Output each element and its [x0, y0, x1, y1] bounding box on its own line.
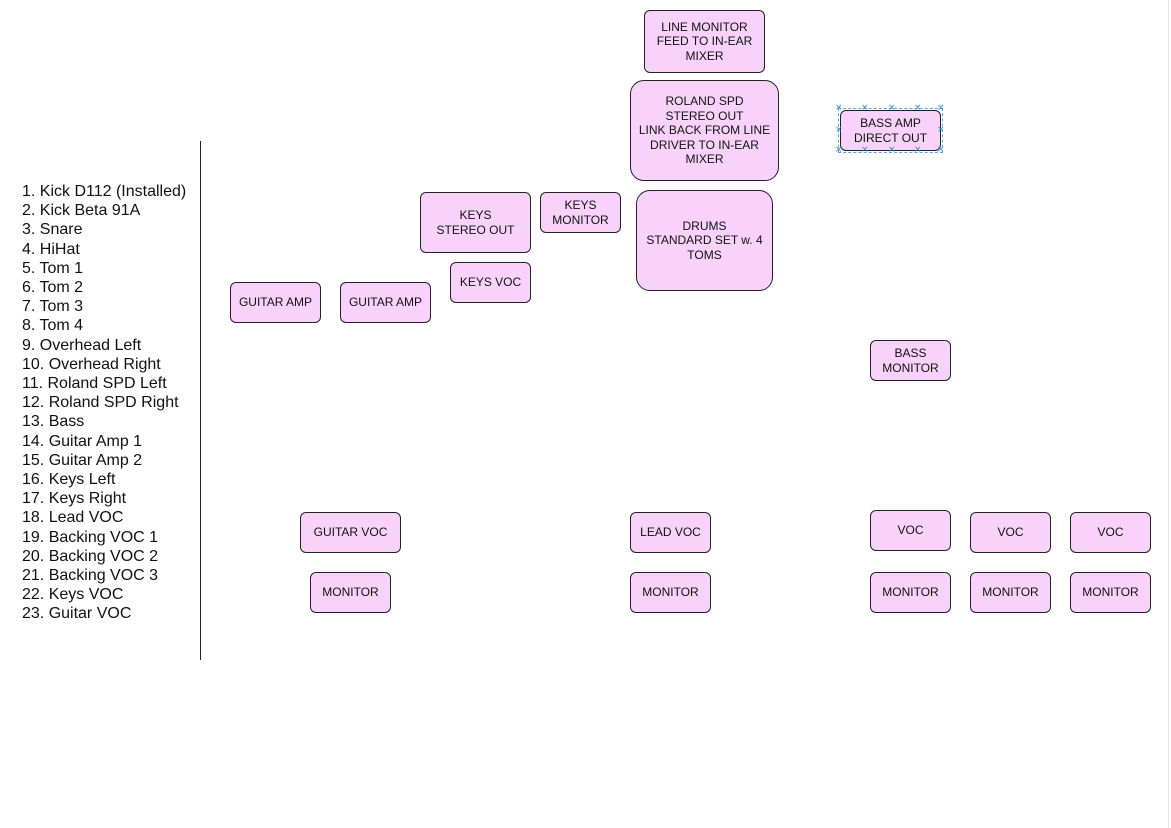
input-item-19: 19. Backing VOC 1 [22, 528, 159, 546]
input-item-7: 7. Tom 3 [22, 298, 84, 316]
bass-monitor-label: BASS MONITOR [882, 346, 939, 375]
monitor-1-label: MONITOR [322, 585, 379, 600]
voc-3-node[interactable]: VOC [1070, 512, 1151, 553]
voc-2-node[interactable]: VOC [970, 512, 1051, 553]
lead-voc-label: LEAD VOC [640, 525, 701, 540]
input-item-1: 1. Kick D112 (Installed) [22, 183, 187, 200]
input-item-11: 11. Roland SPD Left [22, 375, 167, 393]
monitor-3-label: MONITOR [882, 585, 939, 600]
voc-3-label: VOC [1097, 525, 1124, 540]
bass-amp-node[interactable]: BASS AMP DIRECT OUT [840, 110, 941, 151]
canvas-edge [1168, 0, 1169, 828]
guitar-amp-1-node[interactable]: GUITAR AMP [230, 282, 321, 323]
input-item-12: 12. Roland SPD Right [22, 394, 179, 412]
keys-stereo-out-node[interactable]: KEYS STEREO OUT [420, 192, 531, 253]
monitor-4-node[interactable]: MONITOR [970, 572, 1051, 613]
monitor-3-node[interactable]: MONITOR [870, 572, 951, 613]
input-item-14: 14. Guitar Amp 1 [22, 432, 143, 450]
input-item-6: 6. Tom 2 [22, 279, 84, 297]
input-item-4: 4. HiHat [22, 240, 80, 258]
drums-label: DRUMS STANDARD SET w. 4 TOMS [646, 218, 763, 262]
list-divider-line [200, 141, 201, 660]
input-item-15: 15. Guitar Amp 2 [22, 451, 143, 469]
input-item-20: 20. Backing VOC 2 [22, 547, 159, 565]
input-item-16: 16. Keys Left [22, 471, 116, 489]
guitar-amp-2-node[interactable]: GUITAR AMP [340, 282, 431, 323]
line-monitor-node[interactable]: LINE MONITOR FEED TO IN-EAR MIXER [644, 10, 765, 73]
input-item-17: 17. Keys Right [22, 490, 127, 508]
roland-spd-label: ROLAND SPD STEREO OUT LINK BACK FROM LIN… [638, 94, 771, 167]
input-item-3: 3. Snare [22, 221, 83, 239]
input-item-13: 13. Bass [22, 413, 85, 431]
roland-spd-node[interactable]: ROLAND SPD STEREO OUT LINK BACK FROM LIN… [630, 80, 779, 181]
keys-stereo-out-label: KEYS STEREO OUT [436, 208, 515, 237]
input-item-18: 18. Lead VOC [22, 509, 124, 527]
monitor-5-node[interactable]: MONITOR [1070, 572, 1151, 613]
voc-1-label: VOC [897, 523, 924, 538]
drums-node[interactable]: DRUMS STANDARD SET w. 4 TOMS [636, 190, 773, 291]
keys-monitor-label: KEYS MONITOR [552, 198, 609, 227]
monitor-1-node[interactable]: MONITOR [310, 572, 391, 613]
keys-voc-label: KEYS VOC [459, 275, 522, 290]
guitar-amp-2-label: GUITAR AMP [348, 295, 423, 310]
bass-monitor-node[interactable]: BASS MONITOR [870, 340, 951, 381]
input-item-5: 5. Tom 1 [22, 259, 84, 277]
voc-2-label: VOC [997, 525, 1024, 540]
voc-1-node[interactable]: VOC [870, 510, 951, 551]
input-channel-list: 1. Kick D112 (Installed) 2. Kick Beta 91… [22, 182, 186, 624]
keys-voc-node[interactable]: KEYS VOC [450, 262, 531, 303]
keys-monitor-node[interactable]: KEYS MONITOR [540, 192, 621, 233]
lead-voc-node[interactable]: LEAD VOC [630, 512, 711, 553]
input-item-8: 8. Tom 4 [22, 317, 84, 335]
bass-amp-label: BASS AMP DIRECT OUT [853, 116, 928, 145]
input-item-22: 22. Keys VOC [22, 586, 124, 604]
input-item-10: 10. Overhead Right [22, 355, 161, 373]
input-item-9: 9. Overhead Left [22, 336, 142, 354]
input-item-2: 2. Kick Beta 91A [22, 202, 141, 220]
input-item-23: 23. Guitar VOC [22, 605, 132, 623]
monitor-4-label: MONITOR [982, 585, 1039, 600]
guitar-voc-label: GUITAR VOC [313, 525, 388, 540]
monitor-2-node[interactable]: MONITOR [630, 572, 711, 613]
input-item-21: 21. Backing VOC 3 [22, 567, 159, 585]
guitar-voc-node[interactable]: GUITAR VOC [300, 512, 401, 553]
guitar-amp-1-label: GUITAR AMP [238, 295, 313, 310]
line-monitor-label: LINE MONITOR FEED TO IN-EAR MIXER [656, 19, 753, 63]
monitor-2-label: MONITOR [642, 585, 699, 600]
monitor-5-label: MONITOR [1082, 585, 1139, 600]
